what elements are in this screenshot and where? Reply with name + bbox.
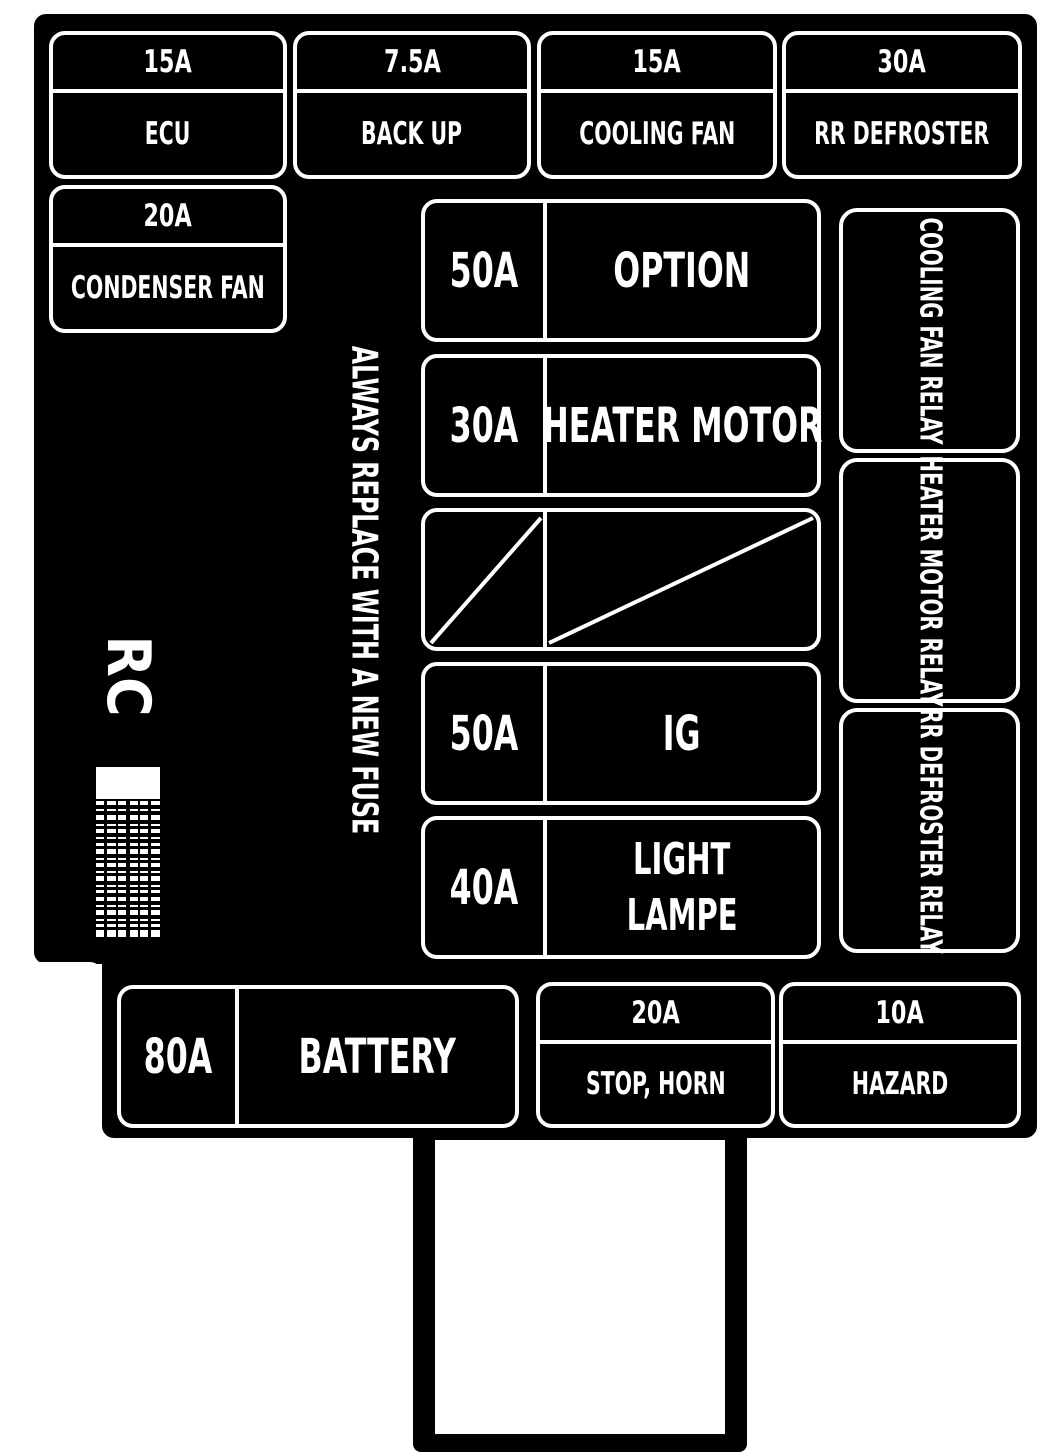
- relay-label: RR DEFROSTER RELAY: [912, 707, 947, 954]
- fuse-option: 50A OPTION: [421, 199, 821, 342]
- fuse-hazard: 10A HAZARD: [779, 982, 1021, 1128]
- fuse-label: CONDENSER FAN: [71, 270, 265, 306]
- fuse-label: BACK UP: [361, 116, 463, 152]
- empty-slot-cross-lines: [429, 516, 814, 645]
- fuse-label: HAZARD: [851, 1066, 949, 1102]
- relay-rr-defroster: RR DEFROSTER RELAY: [839, 708, 1020, 953]
- fuse-label: STOP, HORN: [585, 1066, 726, 1102]
- fuse-cooling-fan: 15A COOLING FAN: [537, 31, 777, 179]
- fuse-slot-empty: [421, 508, 821, 651]
- fuse-condenser-fan: 20A CONDENSER FAN: [49, 185, 287, 333]
- fuse-amp: 40A: [449, 859, 519, 916]
- fuse-amp: 50A: [449, 705, 519, 762]
- fuse-label: IG: [663, 705, 701, 762]
- fuse-battery: 80A BATTERY: [117, 985, 519, 1128]
- fuse-amp: 15A: [632, 44, 682, 80]
- fuse-label: OPTION: [613, 242, 751, 299]
- model-code: RC: [93, 631, 163, 721]
- fuse-stop-horn: 20A STOP, HORN: [536, 982, 775, 1128]
- fuse-amp: 15A: [143, 44, 193, 80]
- fuse-ig: 50A IG: [421, 662, 821, 805]
- fuse-label: ECU: [145, 116, 191, 152]
- fuse-amp: 80A: [143, 1028, 213, 1085]
- fuse-rr-defroster: 30A RR DEFROSTER: [782, 31, 1022, 179]
- fuse-back-up: 7.5A BACK UP: [293, 31, 531, 179]
- warning-label: ALWAYS REPLACE WITH A NEW FUSE: [343, 345, 385, 835]
- mounting-tab: [413, 1136, 747, 1452]
- fuse-amp: 30A: [877, 44, 927, 80]
- fuse-label: RR DEFROSTER: [814, 116, 990, 152]
- fuse-ecu: 15A ECU: [49, 31, 287, 179]
- fuse-heater-motor: 30A HEATER MOTOR: [421, 354, 823, 497]
- fuse-amp: 50A: [449, 242, 519, 299]
- fuse-label-line2: LAMPE: [626, 889, 738, 941]
- model-code-label: RC: [93, 635, 163, 717]
- fuse-amp: 7.5A: [383, 44, 441, 80]
- fuse-amp: 30A: [449, 397, 519, 454]
- fuse-amp: 20A: [143, 198, 193, 234]
- fuse-label-line1: LIGHT: [633, 833, 731, 885]
- mounting-tab-cutout: [435, 1140, 725, 1434]
- relay-heater-motor: HEATER MOTOR RELAY: [839, 455, 1020, 706]
- warning-text: ALWAYS REPLACE WITH A NEW FUSE: [344, 220, 385, 960]
- fuse-amp: 20A: [631, 995, 680, 1031]
- fuse-amp: 10A: [875, 995, 925, 1031]
- fuse-label: BATTERY: [298, 1028, 456, 1085]
- fuse-label: COOLING FAN: [578, 116, 736, 152]
- relay-cooling-fan: COOLING FAN RELAY: [839, 208, 1020, 453]
- fuse-label: HEATER MOTOR: [541, 397, 823, 454]
- fuse-light: 40A LIGHT LAMPE: [421, 816, 821, 959]
- panel-notch: [34, 962, 102, 992]
- barcode-graphic: [96, 767, 160, 937]
